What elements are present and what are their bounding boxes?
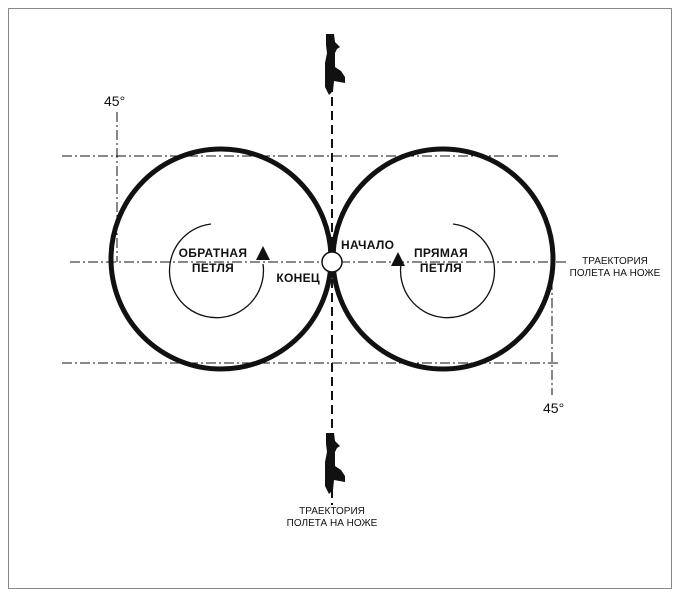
reverse-loop-direction-arc [168,223,265,319]
knife-edge-right-label-line1: ТРАЕКТОРИЯ [582,256,648,267]
aircraft-top-icon [325,34,345,95]
direct-loop-direction-arc [399,223,496,319]
aircraft-bottom-icon [325,433,345,494]
angle-left-label: 45° [104,93,125,109]
knife-edge-bottom-label-line2: ПОЛЕТА НА НОЖЕ [287,518,378,529]
knife-edge-bottom-label-line1: ТРАЕКТОРИЯ [299,506,365,517]
direct-loop-label-line1: ПРЯМАЯ [414,246,468,260]
start-label: НАЧАЛО [341,238,394,252]
diagram-border [8,8,672,589]
reverse-loop-label-line2: ПЕТЛЯ [192,261,234,275]
start-point-marker [321,251,343,273]
direct-loop-arrow-icon [391,252,405,266]
knife-edge-right-label-line2: ПОЛЕТА НА НОЖЕ [570,268,661,279]
angle-right-label: 45° [543,400,564,416]
direct-loop-label-line2: ПЕТЛЯ [420,261,462,275]
reverse-loop-label-line1: ОБРАТНАЯ [179,246,248,260]
end-label: КОНЕЦ [276,271,320,285]
reverse-loop-arrow-icon [256,246,270,260]
